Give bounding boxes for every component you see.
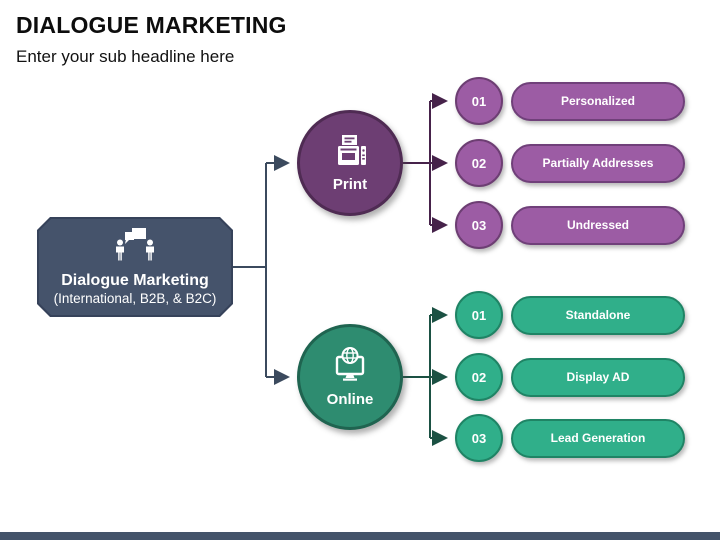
- item-pill[interactable]: Partially Addresses: [511, 143, 685, 183]
- item-pill[interactable]: Undressed: [511, 205, 685, 245]
- monitor-globe-icon: [330, 346, 370, 389]
- branch-online-label: Online: [326, 391, 374, 408]
- item-pill[interactable]: Lead Generation: [511, 418, 685, 458]
- item-row: 01 Personalized: [455, 77, 695, 125]
- item-number-badge[interactable]: 02: [455, 139, 503, 187]
- root-node-subtitle: (International, B2B, & B2C): [53, 290, 217, 306]
- root-node-title: Dialogue Marketing: [61, 271, 209, 289]
- branch-online-circle[interactable]: Online: [297, 324, 403, 430]
- item-row: 03 Lead Generation: [455, 414, 695, 462]
- item-number-badge[interactable]: 03: [455, 414, 503, 462]
- item-row: 02 Display AD: [455, 353, 695, 401]
- root-node[interactable]: Dialogue Marketing (International, B2B, …: [37, 217, 233, 317]
- footer-bar: [0, 532, 720, 540]
- item-pill[interactable]: Standalone: [511, 295, 685, 335]
- branch-print-label: Print: [332, 176, 368, 193]
- item-pill[interactable]: Display AD: [511, 357, 685, 397]
- item-row: 03 Undressed: [455, 201, 695, 249]
- item-number-badge[interactable]: 02: [455, 353, 503, 401]
- people-dialogue-icon: [111, 227, 159, 268]
- page-title: DIALOGUE MARKETING: [16, 12, 287, 38]
- item-number-badge[interactable]: 03: [455, 201, 503, 249]
- item-number-badge[interactable]: 01: [455, 77, 503, 125]
- page-subtitle: Enter your sub headline here: [16, 47, 235, 66]
- branch-print-circle[interactable]: Print: [297, 110, 403, 216]
- item-number-badge[interactable]: 01: [455, 291, 503, 339]
- item-pill[interactable]: Personalized: [511, 81, 685, 121]
- item-row: 01 Standalone: [455, 291, 695, 339]
- printer-icon: [331, 133, 369, 174]
- item-row: 02 Partially Addresses: [455, 139, 695, 187]
